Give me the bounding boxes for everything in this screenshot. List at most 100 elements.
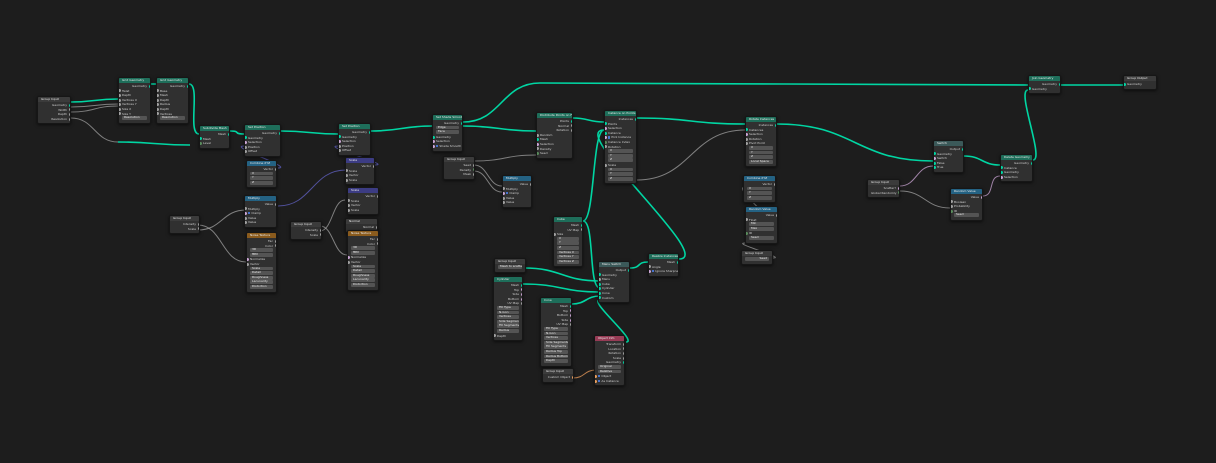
node-header[interactable]: Random Value: [746, 207, 777, 212]
input-socket-row[interactable]: Local Space: [749, 159, 773, 164]
socket-dot[interactable]: [319, 233, 321, 237]
socket-dot[interactable]: [1029, 87, 1031, 91]
input-socket-row[interactable]: Depth: [544, 359, 568, 363]
socket-dot[interactable]: [537, 138, 539, 142]
socket-dot[interactable]: [934, 161, 936, 165]
input-socket-row[interactable]: Seed: [954, 213, 979, 218]
input-socket-row[interactable]: X: [608, 167, 633, 172]
socket-dot[interactable]: [599, 277, 601, 281]
node-header[interactable]: Cube: [554, 217, 582, 222]
node-header[interactable]: Random Value: [951, 189, 982, 194]
node-distribute[interactable]: Distribute Points on FacesPointsNormalRo…: [536, 112, 573, 159]
input-socket-row[interactable]: Vertices X: [557, 250, 579, 255]
socket-dot[interactable]: [348, 256, 350, 260]
node-header[interactable]: Delete Geometry: [1001, 155, 1032, 160]
input-socket-row[interactable]: Shade Smooth: [433, 144, 462, 149]
socket-dot[interactable]: [348, 260, 350, 264]
socket-dot[interactable]: [348, 199, 350, 203]
input-socket-row[interactable]: Z: [608, 176, 633, 181]
node-header[interactable]: Set Shade Smooth: [433, 115, 462, 120]
socket-dot[interactable]: [775, 213, 777, 217]
socket-dot[interactable]: [119, 103, 121, 107]
node-header[interactable]: Group Input: [868, 180, 899, 185]
socket-dot[interactable]: [157, 93, 159, 97]
socket-dot[interactable]: [605, 126, 607, 130]
node-header[interactable]: Menu Switch: [599, 262, 629, 267]
socket-dot[interactable]: [773, 182, 775, 186]
socket-dot[interactable]: [1001, 166, 1003, 170]
socket-dot[interactable]: [274, 167, 276, 171]
socket-dot[interactable]: [245, 211, 247, 215]
input-socket-row[interactable]: Radius Bottom: [544, 354, 568, 359]
node-header[interactable]: Instance on Points: [605, 111, 636, 116]
socket-dot[interactable]: [503, 191, 505, 195]
input-socket-row[interactable]: Z: [608, 158, 633, 163]
socket-dot[interactable]: [980, 195, 982, 199]
socket-dot[interactable]: [346, 178, 348, 182]
input-socket-row[interactable]: Side Segments: [497, 319, 519, 324]
input-socket-row[interactable]: Roughness: [351, 273, 375, 278]
socket-dot[interactable]: [157, 98, 159, 102]
input-socket-row[interactable]: Seed: [749, 235, 774, 240]
socket-dot[interactable]: [472, 163, 474, 167]
socket-dot[interactable]: [372, 164, 374, 168]
socket-dot[interactable]: [376, 237, 378, 241]
socket-dot[interactable]: [247, 258, 249, 262]
input-socket-row[interactable]: Face: [436, 130, 459, 134]
socket-dot[interactable]: [951, 204, 953, 208]
output-socket-row[interactable]: Mesh to scatter: [498, 265, 522, 269]
input-socket-row[interactable]: Distortion: [250, 284, 273, 289]
socket-dot[interactable]: [148, 84, 150, 88]
node-header[interactable]: Set Position: [339, 124, 370, 129]
socket-dot[interactable]: [570, 124, 572, 128]
socket-dot[interactable]: [627, 268, 629, 272]
input-socket-row[interactable]: Min: [749, 222, 774, 226]
socket-dot[interactable]: [339, 139, 341, 143]
input-socket-row[interactable]: Y: [749, 150, 773, 155]
socket-dot[interactable]: [569, 318, 571, 322]
socket-dot[interactable]: [676, 260, 678, 264]
socket-dot[interactable]: [961, 147, 963, 151]
input-socket-row[interactable]: X: [608, 149, 633, 153]
socket-dot[interactable]: [537, 142, 539, 146]
socket-dot[interactable]: [200, 141, 202, 145]
node-header[interactable]: Noise Texture: [348, 231, 378, 236]
input-socket-row[interactable]: Z: [749, 155, 773, 159]
socket-dot[interactable]: [520, 302, 522, 306]
socket-dot[interactable]: [554, 232, 556, 236]
socket-dot[interactable]: [119, 93, 121, 97]
input-socket-row[interactable]: Pick Instance: [605, 135, 636, 140]
socket-dot[interactable]: [605, 131, 607, 135]
socket-dot[interactable]: [200, 137, 202, 141]
socket-dot[interactable]: [503, 187, 505, 191]
socket-dot[interactable]: [569, 309, 571, 313]
input-socket-row[interactable]: Scale: [351, 264, 375, 269]
input-socket-row[interactable]: Lacunarity: [351, 278, 375, 283]
socket-dot[interactable]: [245, 216, 247, 220]
node-header[interactable]: Multiply: [245, 196, 276, 201]
socket-dot[interactable]: [1001, 175, 1003, 179]
socket-dot[interactable]: [460, 121, 462, 125]
input-socket-row[interactable]: Max: [749, 226, 774, 231]
socket-dot[interactable]: [157, 89, 159, 93]
socket-dot[interactable]: [622, 356, 624, 360]
input-socket-row[interactable]: 3D: [250, 248, 273, 252]
socket-dot[interactable]: [897, 191, 899, 195]
node-header[interactable]: Multiply: [503, 176, 531, 181]
